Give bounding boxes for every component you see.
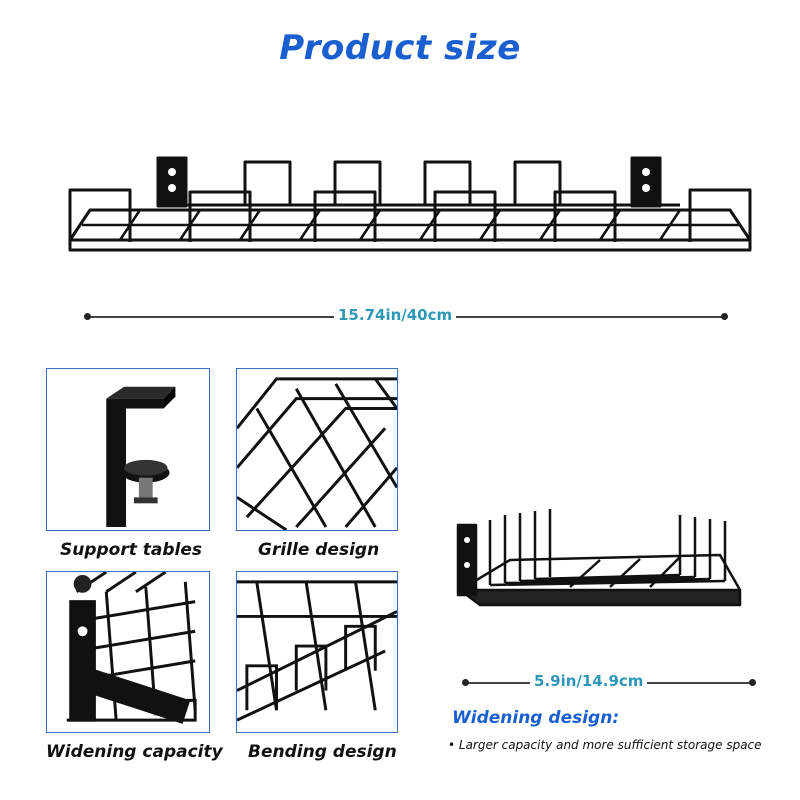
length-dimension-right-dot [721, 313, 728, 320]
widening-capacity-thumbnail [46, 571, 210, 733]
width-dimension-label: 5.9in/14.9cm [530, 672, 648, 690]
width-dimension-right-dot [749, 679, 756, 686]
bending-design-thumbnail [236, 571, 398, 733]
support-tables-caption: Support tables [60, 540, 203, 560]
page-title: Product size [279, 28, 521, 68]
main-cable-tray-image [60, 150, 760, 270]
width-dimension-left-dot [462, 679, 469, 686]
length-dimension-left-dot [84, 313, 91, 320]
side-view-tray-image [450, 495, 750, 620]
grille-design-caption: Grille design [258, 540, 380, 560]
widening-design-bullet: • Larger capacity and more sufficient st… [448, 738, 762, 752]
widening-design-title: Widening design: [452, 708, 620, 728]
widening-capacity-caption: Widening capacity [46, 742, 223, 762]
support-tables-thumbnail [46, 368, 210, 531]
length-dimension-label: 15.74in/40cm [334, 306, 457, 324]
bending-design-caption: Bending design [248, 742, 397, 762]
grille-design-thumbnail [236, 368, 398, 531]
